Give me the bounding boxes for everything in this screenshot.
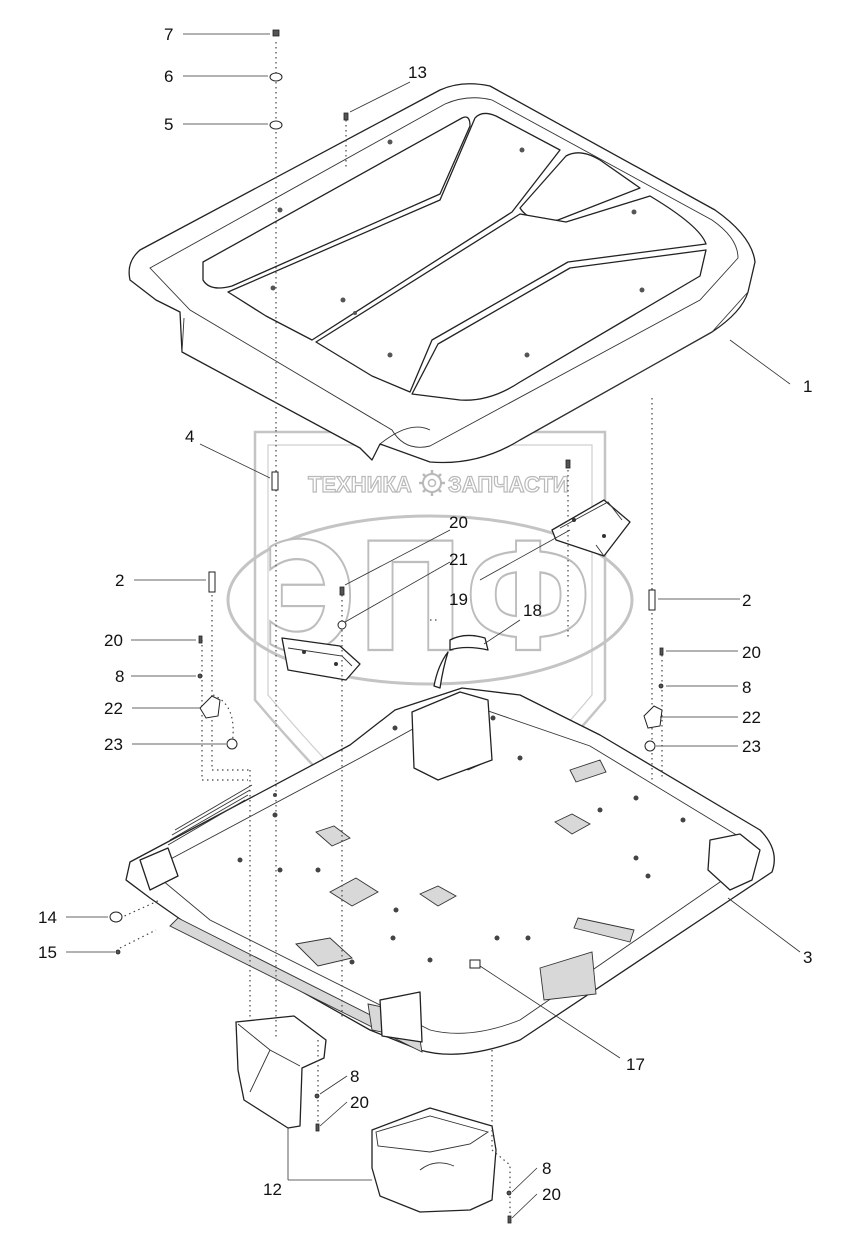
washer-part-8-c — [314, 1093, 320, 1099]
callout-13: 13 — [408, 63, 427, 82]
stud-part-2-left — [208, 571, 216, 593]
clip-part-22-right — [643, 705, 663, 729]
callout-7: 7 — [164, 25, 173, 44]
roof-liner-rear-module — [411, 691, 493, 781]
screw-top-right — [565, 459, 571, 469]
callout-2-right: 2 — [742, 591, 751, 610]
screw-part-20-b — [198, 635, 203, 644]
washer-part-21 — [337, 620, 347, 630]
roof-liner-front-rail — [169, 917, 423, 1053]
roof-top-rim — [149, 97, 739, 448]
nut-part-7 — [272, 29, 280, 37]
roof-top-panel-right — [411, 249, 707, 401]
roof-top-panel-center — [227, 112, 561, 341]
screw-part-15 — [115, 949, 121, 955]
stud-part-2-right — [648, 589, 656, 611]
roof-top-part-1 — [128, 83, 756, 464]
roof-top-panel-left — [202, 116, 471, 289]
screw-part-20-d — [315, 1123, 320, 1132]
screw-part-13 — [343, 112, 349, 121]
washer-part-8-b — [658, 683, 664, 689]
washer-part-8-d — [506, 1190, 512, 1196]
callout-20-left: 20 — [104, 631, 123, 650]
nut-part-23-left — [226, 738, 238, 750]
watermark-ring — [226, 514, 634, 686]
stud-part-4 — [271, 471, 279, 491]
callout-8-left: 8 — [115, 667, 124, 686]
callout-19: 19 — [449, 590, 468, 609]
callout-3: 3 — [803, 948, 812, 967]
callout-20-top: 20 — [449, 513, 468, 532]
callout-6: 6 — [164, 67, 173, 86]
callout-18: 18 — [523, 601, 542, 620]
storage-bins-part-12 — [235, 1015, 497, 1213]
hardware-items — [109, 29, 664, 1224]
callout-15: 15 — [38, 943, 57, 962]
callout-20-right: 20 — [742, 643, 761, 662]
washer-part-8-a — [197, 673, 203, 679]
callout-20-bin-right: 20 — [542, 1185, 561, 1204]
nut-part-23-right — [644, 740, 656, 752]
bracket-left — [281, 637, 361, 681]
callout-22-right: 22 — [742, 708, 761, 727]
nut-part-17 — [469, 959, 481, 969]
gear-icon — [419, 470, 445, 496]
roof-liner-right-corner — [707, 833, 761, 891]
callout-8-bin-right: 8 — [542, 1159, 551, 1178]
watermark-left-word: ТЕХНИКА — [308, 472, 412, 497]
washer-part-5 — [269, 120, 283, 130]
lamp-lens-part-18 — [433, 634, 489, 689]
plug-part-14 — [109, 911, 123, 923]
roof-liner-part-3 — [125, 687, 775, 1055]
roof-top-panel-lower — [315, 195, 707, 393]
roof-top-front-face — [181, 291, 749, 445]
callout-14: 14 — [38, 908, 57, 927]
callout-20-bin-left: 20 — [350, 1093, 369, 1112]
screw-part-20-e — [507, 1215, 512, 1224]
watermark-logo-letters: ЭПФ — [262, 512, 592, 686]
roof-liner-inner-edge — [149, 701, 749, 1034]
callout-17: 17 — [626, 1055, 645, 1074]
callout-23-left: 23 — [104, 735, 123, 754]
callout-4: 4 — [185, 427, 194, 446]
roof-liner-left-corner — [139, 847, 179, 891]
watermark-right-word: ЗАПЧАСТИ — [448, 472, 569, 497]
callout-5: 5 — [164, 115, 173, 134]
screw-part-20-a — [339, 586, 345, 596]
callout-21: 21 — [449, 550, 468, 569]
roof-liner-front-tab — [379, 991, 423, 1043]
callout-labels: 7 6 13 5 1 4 20 21 2 19 2 18 20 20 8 8 2… — [38, 25, 812, 1204]
callout-23-right: 23 — [742, 737, 761, 756]
callout-22-left: 22 — [104, 699, 123, 718]
storage-bin-right — [371, 1107, 497, 1213]
callout-2-left: 2 — [115, 571, 124, 590]
callout-8-bin-left: 8 — [350, 1067, 359, 1086]
washer-part-6 — [269, 72, 283, 82]
leader-lines — [66, 33, 801, 1219]
roof-top-holes — [270, 139, 645, 358]
screw-part-20-c — [659, 647, 664, 656]
callout-12: 12 — [263, 1180, 282, 1199]
callout-1: 1 — [803, 377, 812, 396]
storage-bin-left — [235, 1015, 327, 1129]
roof-liner-vent-grille — [167, 784, 253, 846]
clip-part-22-left — [199, 695, 221, 719]
callout-8-right: 8 — [742, 678, 751, 697]
